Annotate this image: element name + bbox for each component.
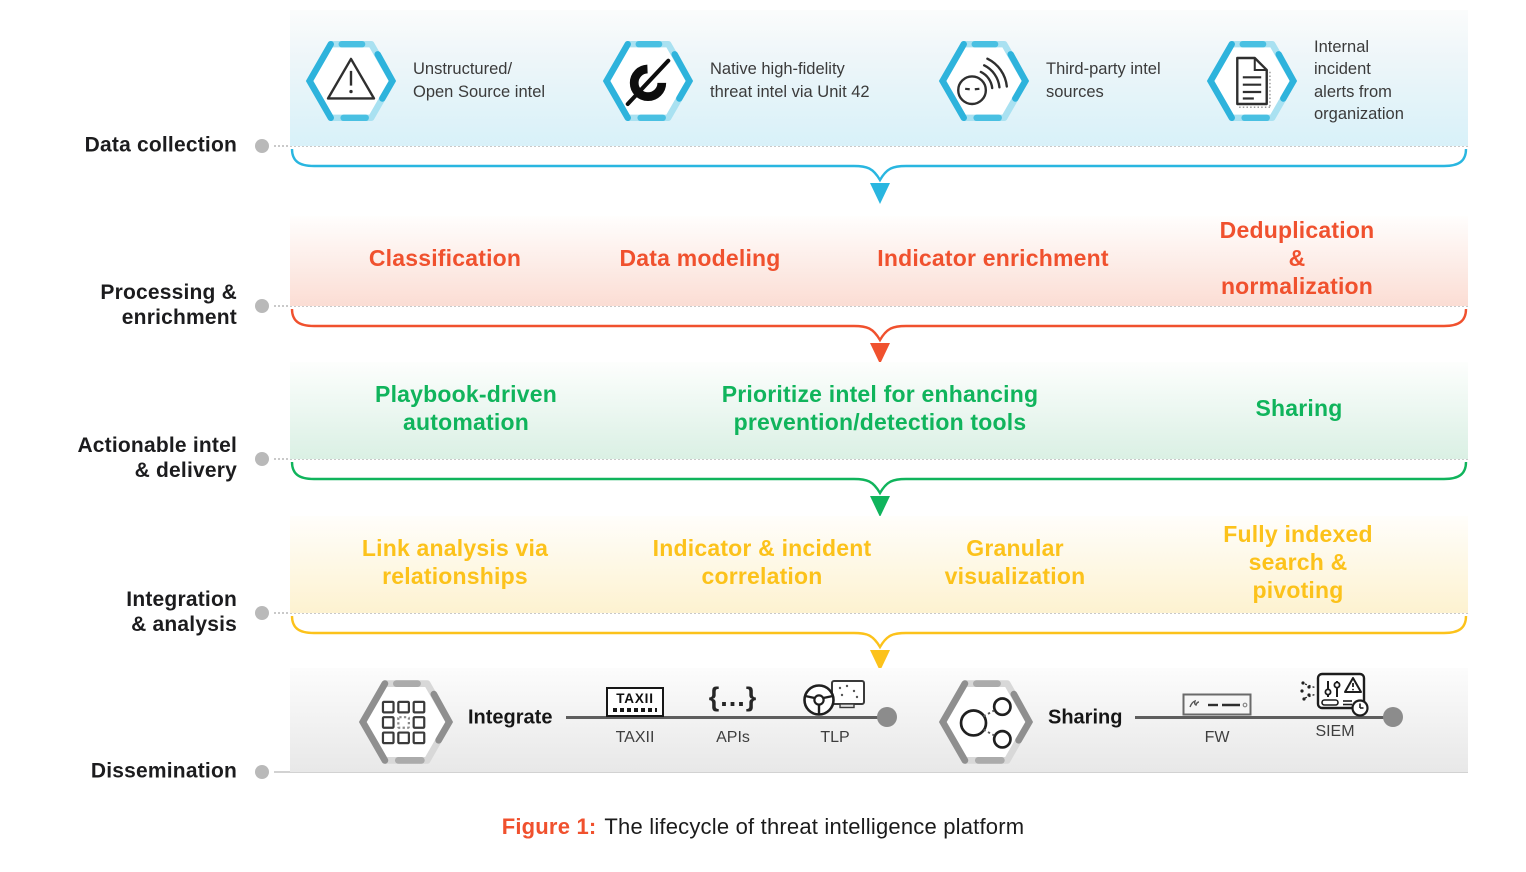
- collection-item-label: Internal incident alerts from organizati…: [1314, 38, 1404, 123]
- stage-label-processing: Processing & enrichment: [100, 281, 237, 329]
- sharing-nodes-icon: [938, 680, 1034, 764]
- firewall-appliance-icon: [1182, 677, 1252, 717]
- processing-item: Classification: [368, 245, 522, 272]
- figure-caption-prefix: Figure 1:: [501, 814, 597, 839]
- channel-fw: FW: [1182, 677, 1252, 747]
- flow-arrow-processing-to-actionable: [290, 308, 1468, 364]
- band-actionable: Playbook-driven automation Prioritize in…: [290, 362, 1468, 459]
- channel-label: TLP: [820, 729, 850, 746]
- integrate-grid-icon: [358, 680, 454, 764]
- channel-label: APIs: [716, 729, 750, 746]
- figure-caption: Figure 1: The lifecycle of threat intelli…: [0, 814, 1526, 840]
- actionable-item: Sharing: [1255, 394, 1343, 421]
- collection-item-label: Native high-fidelity threat intel via Un…: [710, 60, 870, 101]
- leader-line: [274, 771, 1468, 773]
- line-endpoint-dot: [1383, 707, 1403, 727]
- processing-item: Indicator enrichment: [877, 245, 1109, 272]
- collection-item: Unstructured/ Open Source intel: [305, 33, 545, 129]
- api-braces-icon: {...}: [709, 677, 758, 717]
- band-integration: Link analysis via relationships Indicato…: [290, 516, 1468, 613]
- integration-item: Granular visualization: [944, 534, 1086, 589]
- integration-item: Fully indexed search & pivoting: [1223, 520, 1373, 603]
- actionable-item: Prioritize intel for enhancing preventio…: [721, 380, 1039, 435]
- collection-item: Internal incident alerts from organizati…: [1206, 33, 1404, 129]
- stage-label-actionable: Actionable intel & delivery: [77, 434, 237, 482]
- integration-item: Indicator & incident correlation: [652, 534, 872, 589]
- line-endpoint-dot: [877, 707, 897, 727]
- flow-arrow-actionable-to-integration: [290, 461, 1468, 517]
- third-party-signal-icon: [938, 40, 1030, 121]
- stage-label-dissemination: Dissemination: [90, 759, 237, 783]
- stage-label-data-collection: Data collection: [84, 133, 237, 157]
- band-data-collection: Unstructured/ Open Source intel Native h…: [290, 10, 1468, 146]
- leader-line: [274, 145, 1468, 147]
- figure-caption-text: The lifecycle of threat intelligence pla…: [604, 814, 1025, 839]
- channel-label: FW: [1204, 729, 1230, 746]
- api-braces-glyph: {...}: [708, 682, 758, 712]
- sharing-label: Sharing: [1048, 706, 1123, 729]
- incident-report-icon: [1206, 40, 1298, 121]
- stage-dot: [255, 452, 269, 466]
- channel-label: SIEM: [1315, 723, 1355, 740]
- taxii-logo-icon: TAXII: [606, 677, 664, 717]
- integrate-label: Integrate: [468, 706, 553, 729]
- flow-arrow-integration-to-dissemination: [290, 615, 1468, 671]
- collection-item-label: Unstructured/ Open Source intel: [413, 60, 546, 101]
- stage-dot: [255, 606, 269, 620]
- channel-siem: SIEM: [1300, 671, 1370, 741]
- stage-dot: [255, 139, 269, 153]
- siem-dashboard-icon: [1300, 671, 1370, 717]
- collection-item: Native high-fidelity threat intel via Un…: [602, 33, 870, 129]
- channel-label: TAXII: [615, 729, 655, 746]
- warning-triangle-icon: [305, 40, 397, 121]
- processing-item: Deduplication & normalization: [1219, 217, 1375, 300]
- processing-item: Data modeling: [619, 245, 781, 272]
- leader-line: [274, 458, 1468, 460]
- flow-arrow-collection-to-processing: [290, 148, 1468, 204]
- band-dissemination: Integrate TAXII TAXII {...} APIs: [290, 668, 1468, 772]
- integration-item: Link analysis via relationships: [361, 534, 549, 589]
- taxii-logo-text: TAXII: [616, 691, 654, 707]
- stage-dot: [255, 299, 269, 313]
- channel-apis: {...} APIs: [709, 677, 758, 747]
- taxii-logo-strip: [613, 707, 657, 712]
- band-processing: Classification Data modeling Indicator e…: [290, 216, 1468, 306]
- leader-line: [274, 305, 1468, 307]
- tlp-wheel-icon: [802, 677, 868, 717]
- stage-label-integration: Integration & analysis: [126, 588, 237, 636]
- channel-taxii: TAXII TAXII: [606, 677, 664, 747]
- actionable-item: Playbook-driven automation: [375, 380, 557, 435]
- collection-item: Third-party intel sources: [938, 33, 1161, 129]
- unit42-compass-icon: [602, 40, 694, 121]
- collection-item-label: Third-party intel sources: [1046, 60, 1161, 101]
- leader-line: [274, 612, 1468, 614]
- stage-dot: [255, 765, 269, 779]
- integrate-channel-line: [566, 716, 884, 719]
- sharing-channel-line: [1135, 716, 1390, 719]
- channel-tlp: TLP: [802, 677, 868, 747]
